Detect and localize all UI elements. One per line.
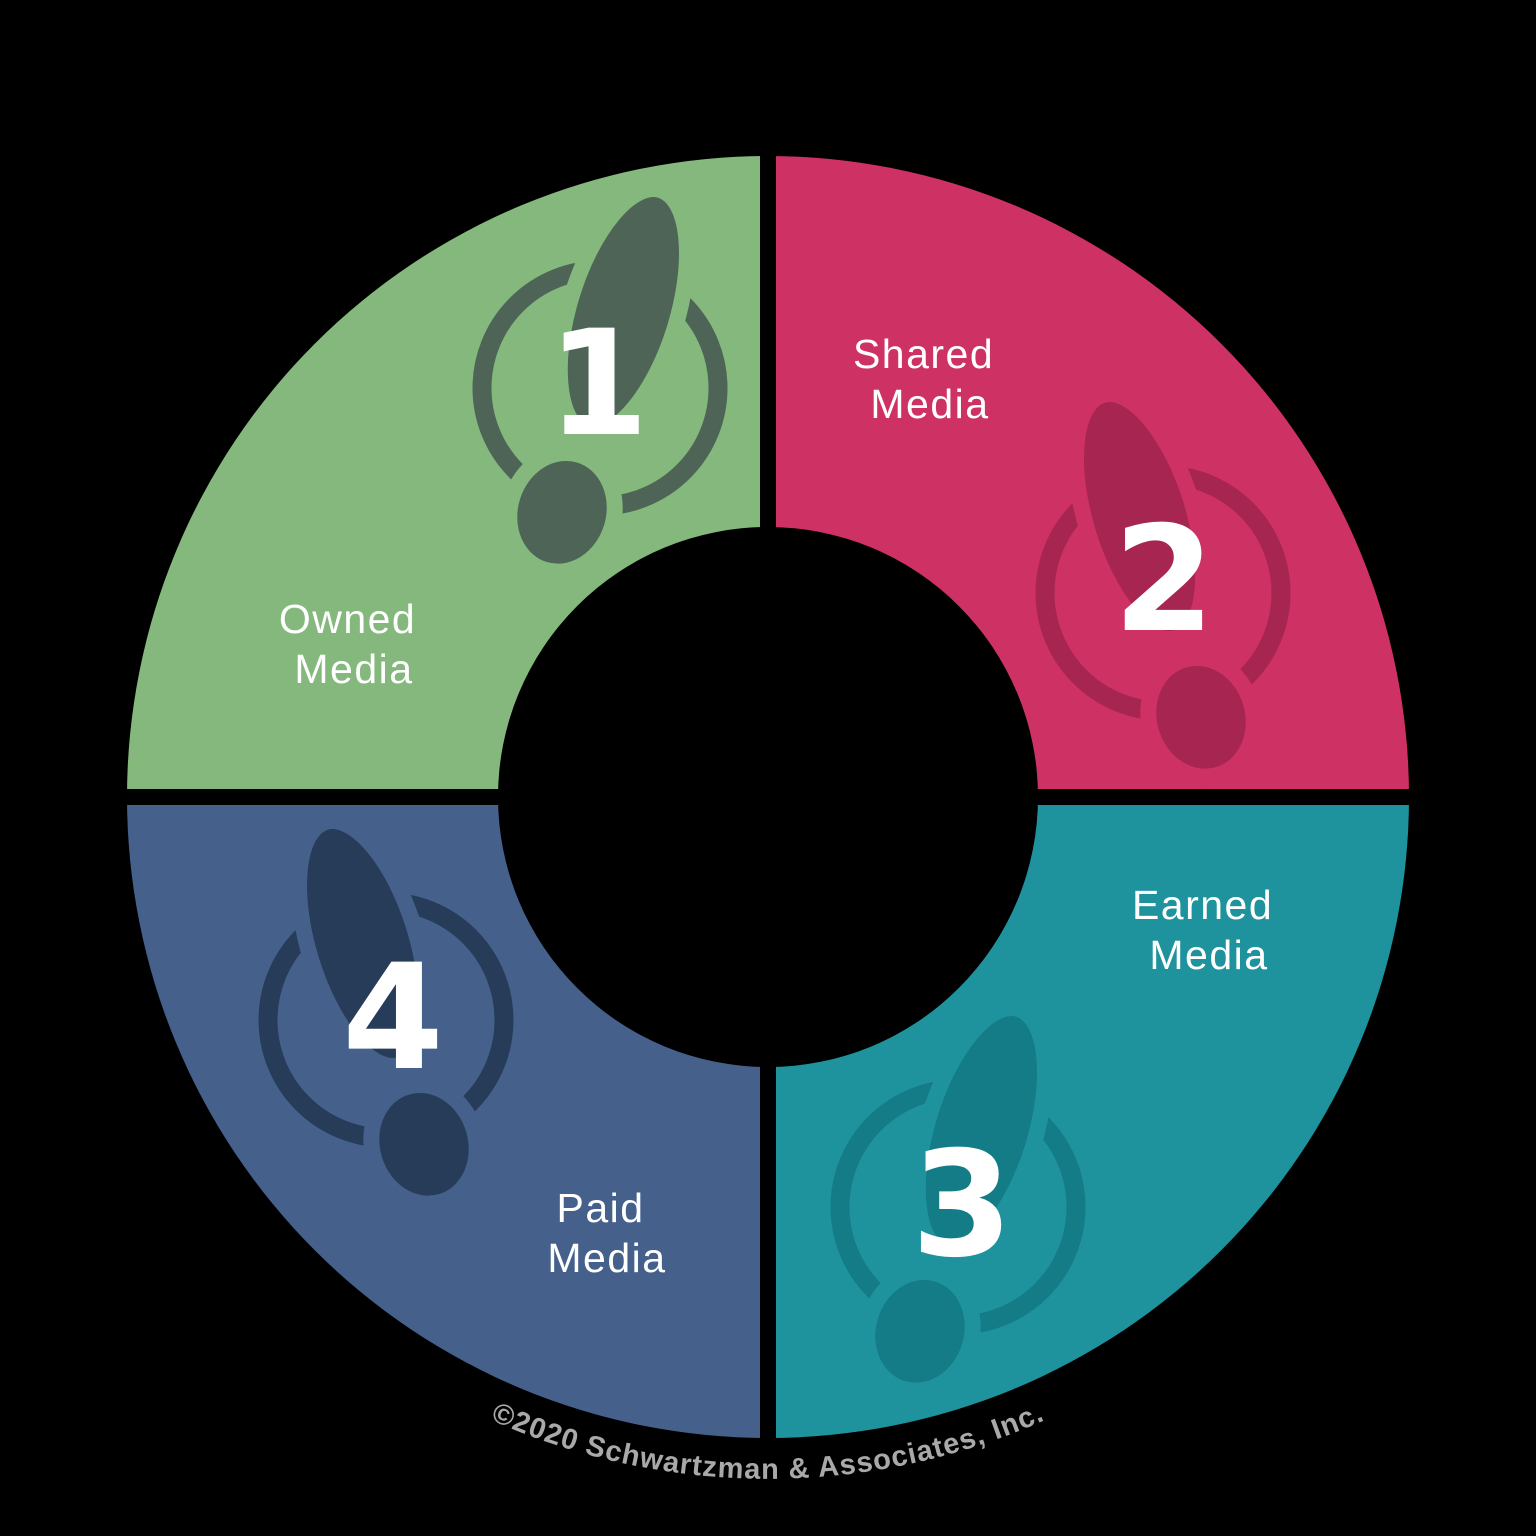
footstep-icon <box>291 813 485 1212</box>
footprint-heel <box>363 1076 485 1212</box>
step-icon-earned <box>830 1000 1086 1399</box>
label-line: Media <box>547 1235 666 1281</box>
label-line: Media <box>870 381 989 427</box>
step-icon-paid <box>258 813 514 1212</box>
segment-number-4: 4 <box>342 933 444 1103</box>
label-line: Owned <box>279 596 416 642</box>
segment-label-shared-media: Shared Media <box>853 331 1007 427</box>
label-line: Paid <box>557 1185 645 1231</box>
footstep-icon <box>1068 386 1262 785</box>
segment-number-1: 1 <box>547 299 649 469</box>
segment-label-earned-media: Earned Media <box>1132 882 1286 978</box>
footprint-sole <box>1068 386 1212 647</box>
footprint-sole <box>291 813 435 1074</box>
footprint-sole <box>909 1000 1053 1261</box>
footstep-icon <box>859 1000 1053 1399</box>
segment-label-paid-media: Paid Media <box>547 1185 666 1281</box>
segment-number-2: 2 <box>1113 495 1215 665</box>
footprint-heel <box>859 1263 981 1399</box>
segment-number-3: 3 <box>911 1120 1013 1290</box>
segment-label-owned-media: Owned Media <box>279 596 429 692</box>
footstep-icon <box>501 181 695 580</box>
footprint-heel <box>501 444 623 580</box>
step-icon-owned <box>472 181 728 580</box>
label-line: Media <box>294 646 413 692</box>
footprint-heel <box>1140 649 1262 785</box>
step-icon-shared <box>1035 386 1291 785</box>
footprint-sole <box>551 181 695 442</box>
label-line: Media <box>1149 932 1268 978</box>
label-line: Earned <box>1132 882 1273 928</box>
label-line: Shared <box>853 331 994 377</box>
